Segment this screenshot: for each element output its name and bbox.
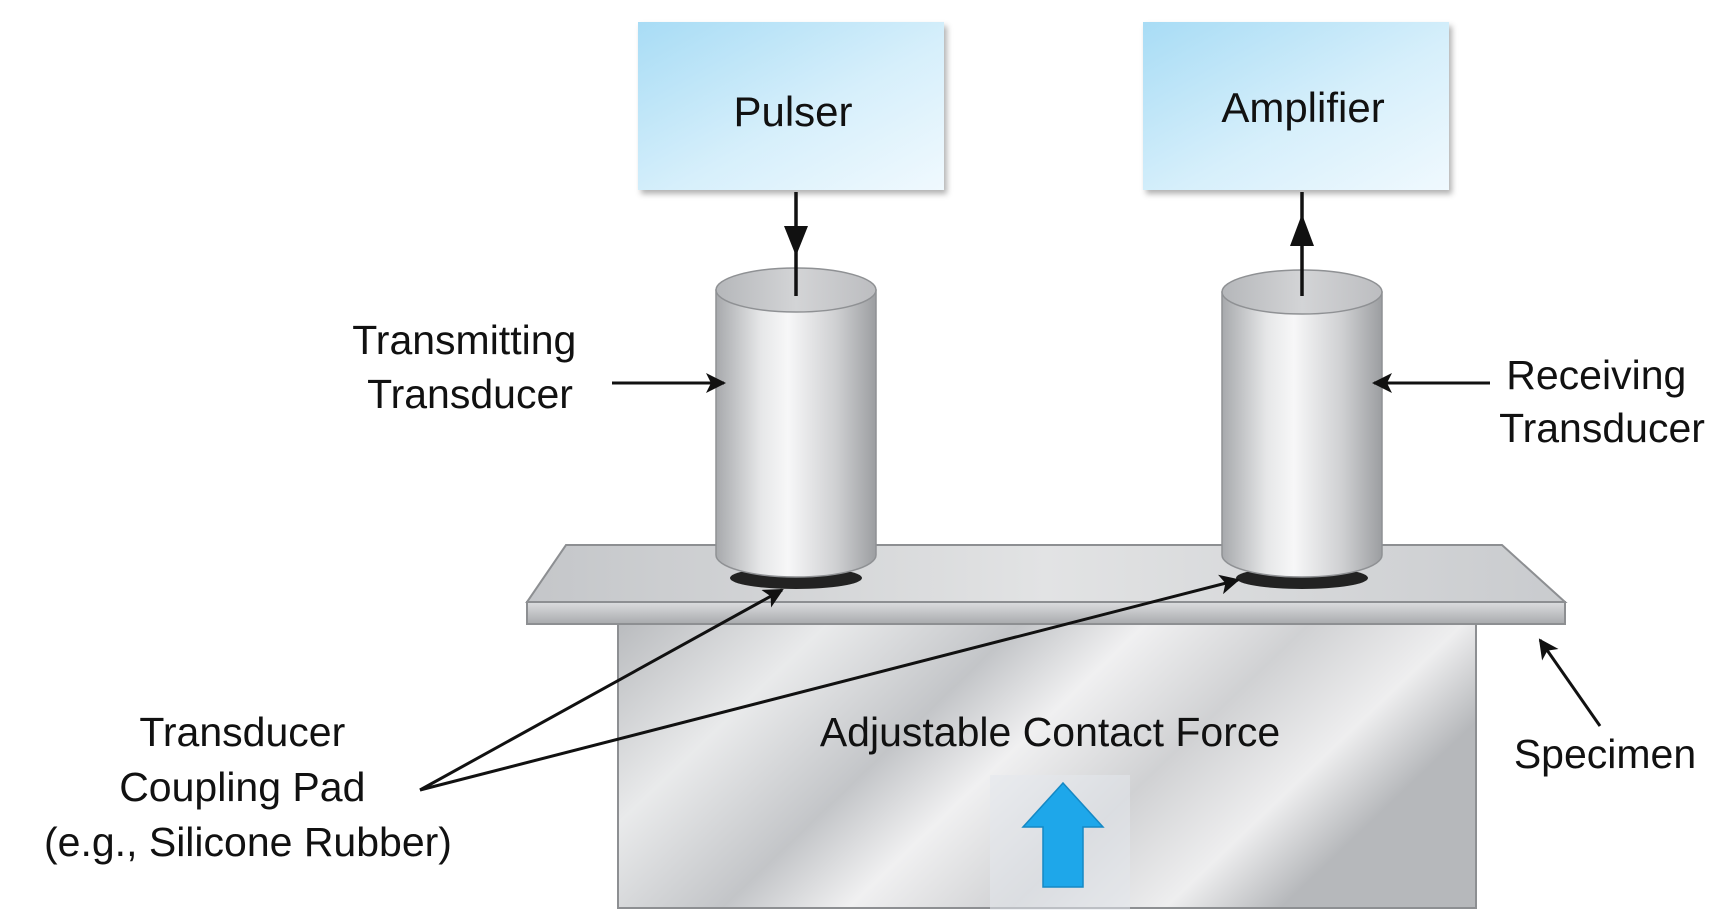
coupling-leader-right [419, 574, 1240, 792]
specimen-plate-top [525, 544, 1568, 603]
specimen-leader [1538, 638, 1602, 727]
pulser-label: Pulser [733, 88, 852, 135]
coupling-leader-left [419, 588, 784, 792]
contact-force-label: Adjustable Contact Force [820, 709, 1280, 755]
pulser-box: Pulser [638, 22, 944, 190]
transmitting-transducer [715, 267, 877, 589]
contact-force-arrow [990, 775, 1130, 910]
amplifier-label: Amplifier [1221, 84, 1384, 131]
coupling-pad-label: Transducer Coupling Pad (e.g., Silicone … [44, 709, 452, 865]
receiving-label-line2: Transducer [1499, 405, 1705, 451]
coupling-label-line2: Coupling Pad [119, 764, 365, 810]
specimen-plate-front [526, 601, 1566, 625]
transmitting-label-line2: Transducer [367, 371, 573, 417]
amplifier-signal-arrow [1290, 192, 1314, 296]
coupling-label-line1: Transducer [139, 709, 345, 755]
transmitting-transducer-label: Transmitting Transducer [352, 317, 587, 417]
specimen-label: Specimen [1514, 731, 1696, 777]
transmitting-label-line1: Transmitting [352, 317, 576, 363]
receiving-label-line1: Receiving [1506, 352, 1686, 398]
up-arrow-icon [1021, 781, 1105, 888]
receiving-transducer [1221, 269, 1383, 589]
coupling-label-line3: (e.g., Silicone Rubber) [44, 819, 452, 865]
pulser-signal-arrow [784, 192, 808, 296]
receiving-transducer-label: Receiving Transducer [1499, 352, 1705, 451]
amplifier-box: Amplifier [1143, 22, 1449, 190]
